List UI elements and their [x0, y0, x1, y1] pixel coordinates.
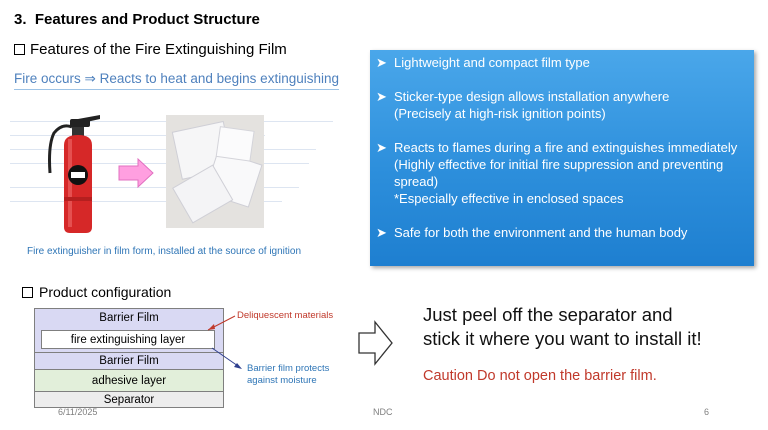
bullet-text: Reacts to flames during a fire and extin…	[394, 140, 738, 155]
bullet-subtext: (Highly effective for initial fire suppr…	[394, 157, 724, 189]
barrier-note-line: against moisture	[247, 375, 317, 386]
layer-diagram: Barrier Film fire extinguishing layer Ba…	[34, 308, 224, 408]
bullet-text: Safe for both the environment and the hu…	[394, 225, 688, 240]
annotation-arrows	[207, 315, 242, 369]
product-heading-text: Product configuration	[39, 284, 172, 300]
features-heading-text: Features of the Fire Extinguishing Film	[30, 41, 287, 58]
film-sheets-photo	[166, 115, 264, 228]
footer-date: 6/11/2025	[58, 407, 98, 417]
footer-center: NDC	[373, 407, 393, 417]
arrowhead-bullet-icon: ➤	[376, 225, 387, 240]
peel-instruction: Just peel off the separator and stick it…	[423, 303, 702, 351]
separator-layer: Separator	[35, 391, 223, 407]
pink-arrow-icon	[118, 158, 154, 188]
fire-extinguisher-icon	[48, 115, 100, 233]
outline-right-arrow-icon	[358, 320, 393, 366]
barrier-film-middle: Barrier Film	[35, 352, 223, 369]
feature-bullet: ➤ Safe for both the environment and the …	[376, 224, 748, 241]
arrowhead-bullet-icon: ➤	[376, 140, 387, 155]
bullet-subtext: (Precisely at high-risk ignition points)	[394, 106, 606, 121]
features-box: ➤ Lightweight and compact film type ➤ St…	[370, 50, 754, 266]
arrowhead-bullet-icon: ➤	[376, 89, 387, 104]
barrier-note-line: Barrier film protects	[247, 363, 330, 374]
caution-text: Caution Do not open the barrier film.	[423, 368, 657, 384]
bullet-note: *Especially effective in enclosed spaces	[394, 191, 624, 206]
checkbox-icon	[14, 44, 25, 55]
fire-extinguishing-layer: fire extinguishing layer	[41, 330, 215, 349]
checkbox-icon	[22, 286, 33, 298]
bullet-text: Sticker-type design allows installation …	[394, 89, 670, 104]
peel-line: Just peel off the separator and	[423, 304, 673, 325]
arrowhead-bullet-icon: ➤	[376, 55, 387, 70]
image-caption: Fire extinguisher in film form, installe…	[27, 246, 302, 257]
deliquescent-label: Deliquescent materials	[237, 310, 334, 321]
page-number: 6	[704, 407, 710, 417]
extinguishing-layer-row: fire extinguishing layer	[35, 327, 223, 352]
peel-line: stick it where you want to install it!	[423, 328, 702, 349]
adhesive-layer: adhesive layer	[35, 369, 223, 391]
product-heading: Product configuration	[22, 284, 171, 300]
features-heading: Features of the Fire Extinguishing Film	[14, 41, 287, 58]
feature-bullet: ➤ Lightweight and compact film type	[376, 54, 748, 71]
slide-title: 3. Features and Product Structure	[14, 11, 260, 28]
barrier-note: Barrier film protects against moisture	[247, 363, 329, 387]
bullet-text: Lightweight and compact film type	[394, 55, 590, 70]
feature-bullet: ➤ Reacts to flames during a fire and ext…	[376, 139, 748, 207]
barrier-film-top: Barrier Film	[35, 309, 223, 327]
fire-reaction-line: Fire occurs ⇒ Reacts to heat and begins …	[14, 71, 339, 90]
feature-bullet: ➤ Sticker-type design allows installatio…	[376, 88, 748, 122]
